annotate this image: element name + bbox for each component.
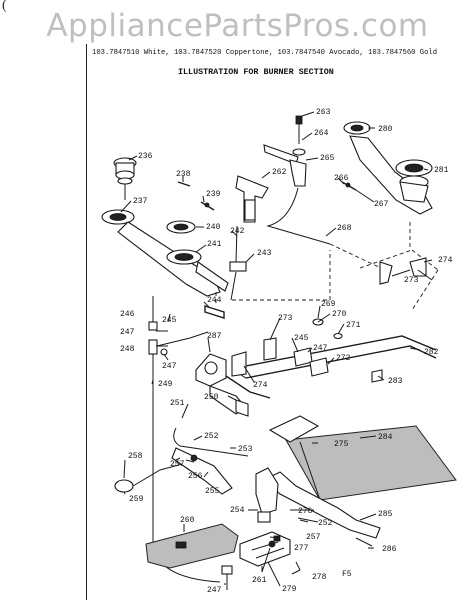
left-valve-group	[204, 225, 247, 319]
part-label-265[interactable]: 265	[320, 154, 335, 163]
part-label-259[interactable]: 259	[129, 495, 144, 504]
part-label-284[interactable]: 284	[378, 433, 393, 442]
part-label-261[interactable]: 261	[252, 576, 267, 585]
part-label-247-a[interactable]: 247	[120, 328, 135, 337]
watermark: AppliancePartsPros.com	[46, 8, 429, 44]
part-label-243[interactable]: 243	[257, 249, 272, 258]
part-label-244[interactable]: 244	[207, 296, 222, 305]
part-label-240[interactable]: 240	[206, 223, 221, 232]
part-label-287[interactable]: 287	[207, 332, 222, 341]
part-label-249[interactable]: 249	[158, 380, 173, 389]
part-label-263[interactable]: 263	[316, 108, 331, 117]
part-label-246[interactable]: 246	[120, 310, 135, 319]
part-label-236[interactable]: 236	[138, 152, 153, 161]
part-label-277[interactable]: 277	[294, 544, 309, 553]
part-label-280[interactable]: 280	[378, 125, 393, 134]
center-bracket	[235, 115, 331, 245]
oven-valve-group	[145, 523, 301, 590]
part-label-255[interactable]: 255	[205, 487, 220, 496]
part-label-268[interactable]: 268	[337, 224, 352, 233]
part-label-274-a[interactable]: 274	[253, 381, 268, 390]
part-label-251[interactable]: 251	[170, 399, 185, 408]
part-label-267[interactable]: 267	[374, 200, 389, 209]
part-label-270[interactable]: 270	[332, 310, 347, 319]
left-burner-assembly	[101, 157, 229, 297]
part-label-252-b[interactable]: 252	[318, 519, 333, 528]
part-label-272[interactable]: 272	[336, 354, 351, 363]
leader-lines	[120, 111, 433, 587]
part-label-254[interactable]: 254	[230, 506, 245, 515]
part-label-276[interactable]: 276	[298, 507, 313, 516]
page-code: F5	[342, 570, 352, 579]
part-label-286[interactable]: 286	[382, 545, 397, 554]
oven-burner-section	[255, 415, 457, 547]
part-label-247-b[interactable]: 247	[162, 362, 177, 371]
part-label-260[interactable]: 260	[180, 516, 195, 525]
part-label-250[interactable]: 250	[204, 393, 219, 402]
model-numbers-line: 103.7847510 White, 103.7847520 Copperton…	[92, 49, 438, 57]
part-label-258[interactable]: 258	[128, 452, 143, 461]
part-label-275[interactable]: 275	[334, 440, 349, 449]
part-label-262[interactable]: 262	[272, 168, 287, 177]
part-label-257-a[interactable]: 257	[170, 460, 185, 469]
part-label-238[interactable]: 238	[176, 170, 191, 179]
part-label-264[interactable]: 264	[314, 129, 329, 138]
part-label-273-b[interactable]: 273	[404, 276, 419, 285]
part-label-271[interactable]: 271	[346, 321, 361, 330]
part-label-257-b[interactable]: 257	[306, 533, 321, 542]
part-label-245-b[interactable]: 245	[294, 334, 309, 343]
part-label-245-a[interactable]: 245	[162, 316, 177, 325]
part-label-247-c[interactable]: 247	[313, 344, 328, 353]
thermocouple-line	[114, 296, 249, 583]
part-label-253[interactable]: 253	[238, 445, 253, 454]
part-label-273-a[interactable]: 273	[278, 314, 293, 323]
part-label-248[interactable]: 248	[120, 345, 135, 354]
part-label-279[interactable]: 279	[282, 585, 297, 594]
right-burner-assembly	[341, 121, 433, 215]
part-label-281[interactable]: 281	[434, 166, 449, 175]
part-label-285[interactable]: 285	[378, 510, 393, 519]
part-label-247-d[interactable]: 247	[207, 586, 222, 595]
part-number-labels: 236 237 238 239 240 241 242 243 244 245 …	[120, 108, 453, 595]
regulator-assembly	[195, 353, 271, 417]
part-label-266[interactable]: 266	[334, 174, 349, 183]
part-label-252-a[interactable]: 252	[204, 432, 219, 441]
part-label-283[interactable]: 283	[388, 377, 403, 386]
part-label-241[interactable]: 241	[207, 240, 222, 249]
corner-mark: (	[2, 0, 7, 13]
diagram-title: ILLUSTRATION FOR BURNER SECTION	[178, 67, 334, 77]
reference-lines	[232, 222, 439, 311]
part-label-278[interactable]: 278	[312, 573, 327, 582]
part-label-269[interactable]: 269	[321, 300, 336, 309]
part-label-256[interactable]: 256	[188, 472, 203, 481]
part-label-282[interactable]: 282	[424, 348, 439, 357]
part-label-274-b[interactable]: 274	[438, 256, 453, 265]
part-label-237[interactable]: 237	[133, 197, 148, 206]
manifold-pipe	[231, 257, 437, 383]
page-border-line	[86, 44, 87, 600]
part-label-242[interactable]: 242	[230, 227, 245, 236]
part-label-239[interactable]: 239	[206, 190, 221, 199]
